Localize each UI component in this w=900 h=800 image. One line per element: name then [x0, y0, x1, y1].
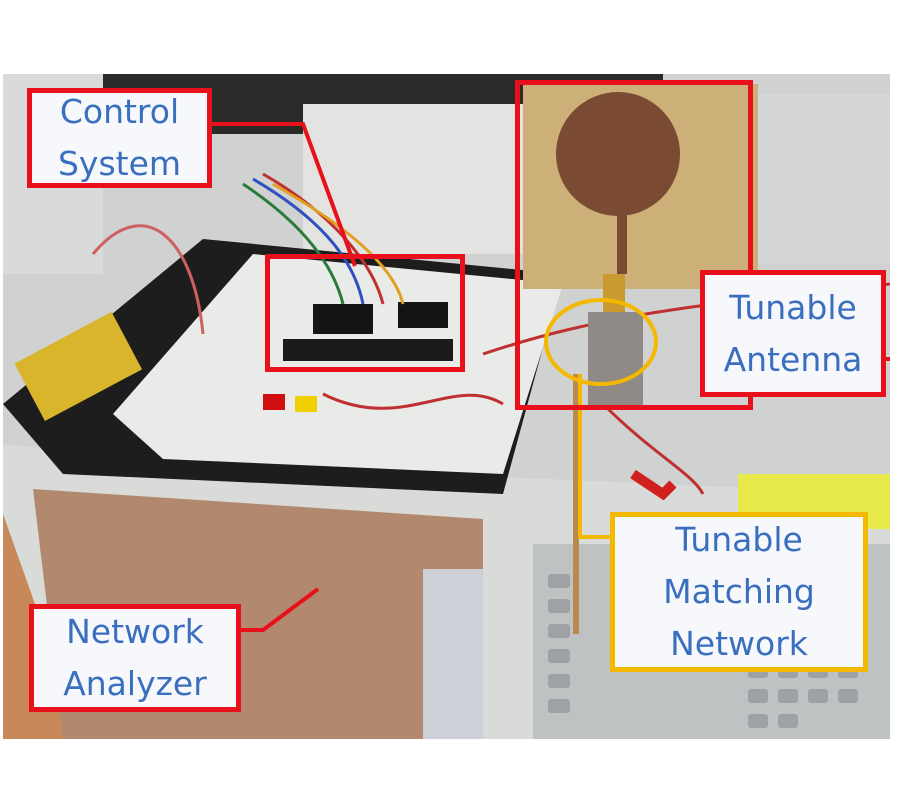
label-line: Tunable	[729, 287, 857, 327]
red-button	[263, 394, 285, 410]
setup-photo: Control System Tunable Antenna Tunable M…	[3, 74, 890, 739]
ic-chip-2	[398, 302, 448, 328]
label-line: Network	[670, 624, 808, 663]
network-analyzer-label: Network Analyzer	[29, 604, 241, 712]
control-system-highlight	[265, 254, 465, 372]
alligator-clip	[630, 469, 677, 501]
label-line: Analyzer	[63, 664, 207, 703]
matching-network-leader	[578, 374, 610, 539]
matching-network-highlight	[544, 298, 658, 386]
label-line: Antenna	[723, 339, 863, 379]
control-system-leader	[210, 122, 357, 267]
antenna-patch	[556, 92, 680, 216]
callout-lines	[210, 122, 890, 632]
label-line: Control	[59, 92, 180, 131]
control-system-label: Control System	[27, 88, 212, 188]
yellow-label	[14, 311, 143, 421]
tunable-antenna-label: Tunable Antenna	[700, 270, 886, 397]
matching-network-board	[588, 312, 643, 407]
label-line: Network	[66, 612, 204, 651]
label-line: Matching	[663, 572, 815, 611]
ic-chip-1	[313, 304, 373, 334]
antenna-feedline	[617, 204, 627, 274]
label-line: Tunable	[675, 520, 803, 559]
network-analyzer-leader	[241, 587, 320, 632]
ic-chip-3	[283, 339, 453, 361]
tunable-antenna-highlight	[515, 80, 753, 410]
screen-sidebar	[423, 569, 483, 739]
coax-cable	[573, 374, 579, 634]
label-line: System	[57, 144, 182, 183]
breadboard	[113, 254, 563, 474]
tunable-matching-network-label: Tunable Matching Network	[610, 512, 868, 672]
yellow-button	[295, 396, 317, 412]
